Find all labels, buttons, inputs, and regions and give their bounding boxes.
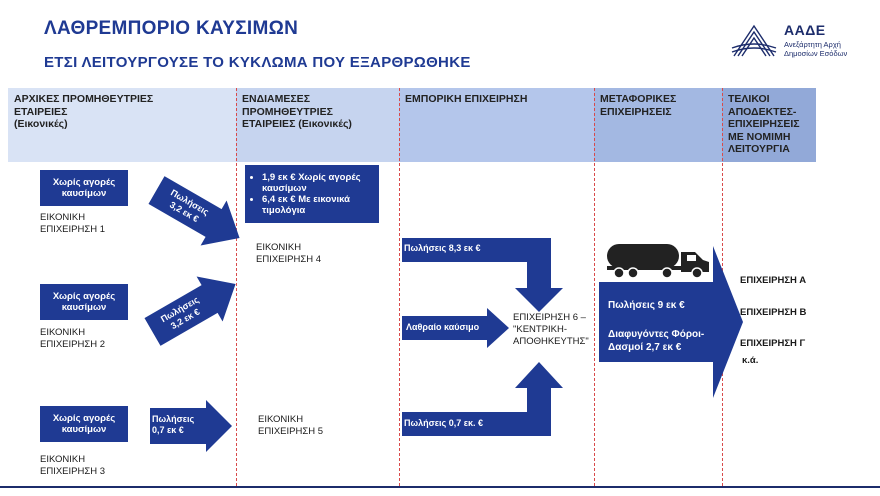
logo-subtitle: Ανεξάρτητη Αρχή Δημοσίων Εσόδων [784,40,848,58]
smuggled-fuel-arrow [402,308,509,348]
column-header-commercial-business: ΕΜΠΟΡΙΚΗ ΕΠΙΧΕΙΡΗΣΗ [399,88,594,162]
sales-bottom-arrow [402,362,563,436]
final-business-b: ΕΠΙΧΕΙΡΗΣΗ Β [740,307,807,318]
sales-top-arrow-label: Πωλήσεις 8,3 εκ € [404,243,481,253]
transport-sales-label: Πωλήσεις 9 εκ € [608,300,685,311]
column-divider [399,88,400,486]
aade-logo [730,22,850,68]
column-divider [236,88,237,486]
evaded-taxes-label: Διαφυγόντες Φόροι-Δασμοί 2,7 εκ € [608,329,705,353]
column-divider [594,88,595,486]
bottom-rule [0,486,880,488]
smuggled-fuel-arrow-label: Λαθραίο καύσιμο [406,322,480,332]
sales-top-arrow [402,238,563,312]
tanker-truck-icon [607,244,709,279]
final-business-c: ΕΠΙΧΕΙΡΗΣΗ Γ [740,338,806,349]
aade-logo-icon [731,24,777,57]
final-business-etc: κ.ά. [742,355,759,366]
central-warehouse-label: ΕΠΙΧΕΙΡΗΣΗ 6 –"ΚΕΝΤΡΙΚΗ-ΑΠΟΘΗΚΕΥΤΗΣ" [513,312,589,347]
transport-flow-arrow [599,246,743,398]
sales-bottom-arrow-label: Πωλήσεις 0,7 εκ. € [404,418,484,428]
commercial-flow-diagram [402,238,563,436]
page-title: ΛΑΘΡΕΜΠΟΡΙΟ ΚΑΥΣΙΜΩΝ [44,18,299,39]
final-business-a: ΕΠΙΧΕΙΡΗΣΗ Α [740,275,807,286]
page-subtitle: ΕΤΣΙ ΛΕΙΤΟΥΡΓΟΥΣΕ ΤΟ ΚΥΚΛΩΜΑ ΠΟΥ ΕΞΑΡΘΡΩ… [44,54,471,71]
logo-name: ΑΑΔΕ [784,22,826,38]
